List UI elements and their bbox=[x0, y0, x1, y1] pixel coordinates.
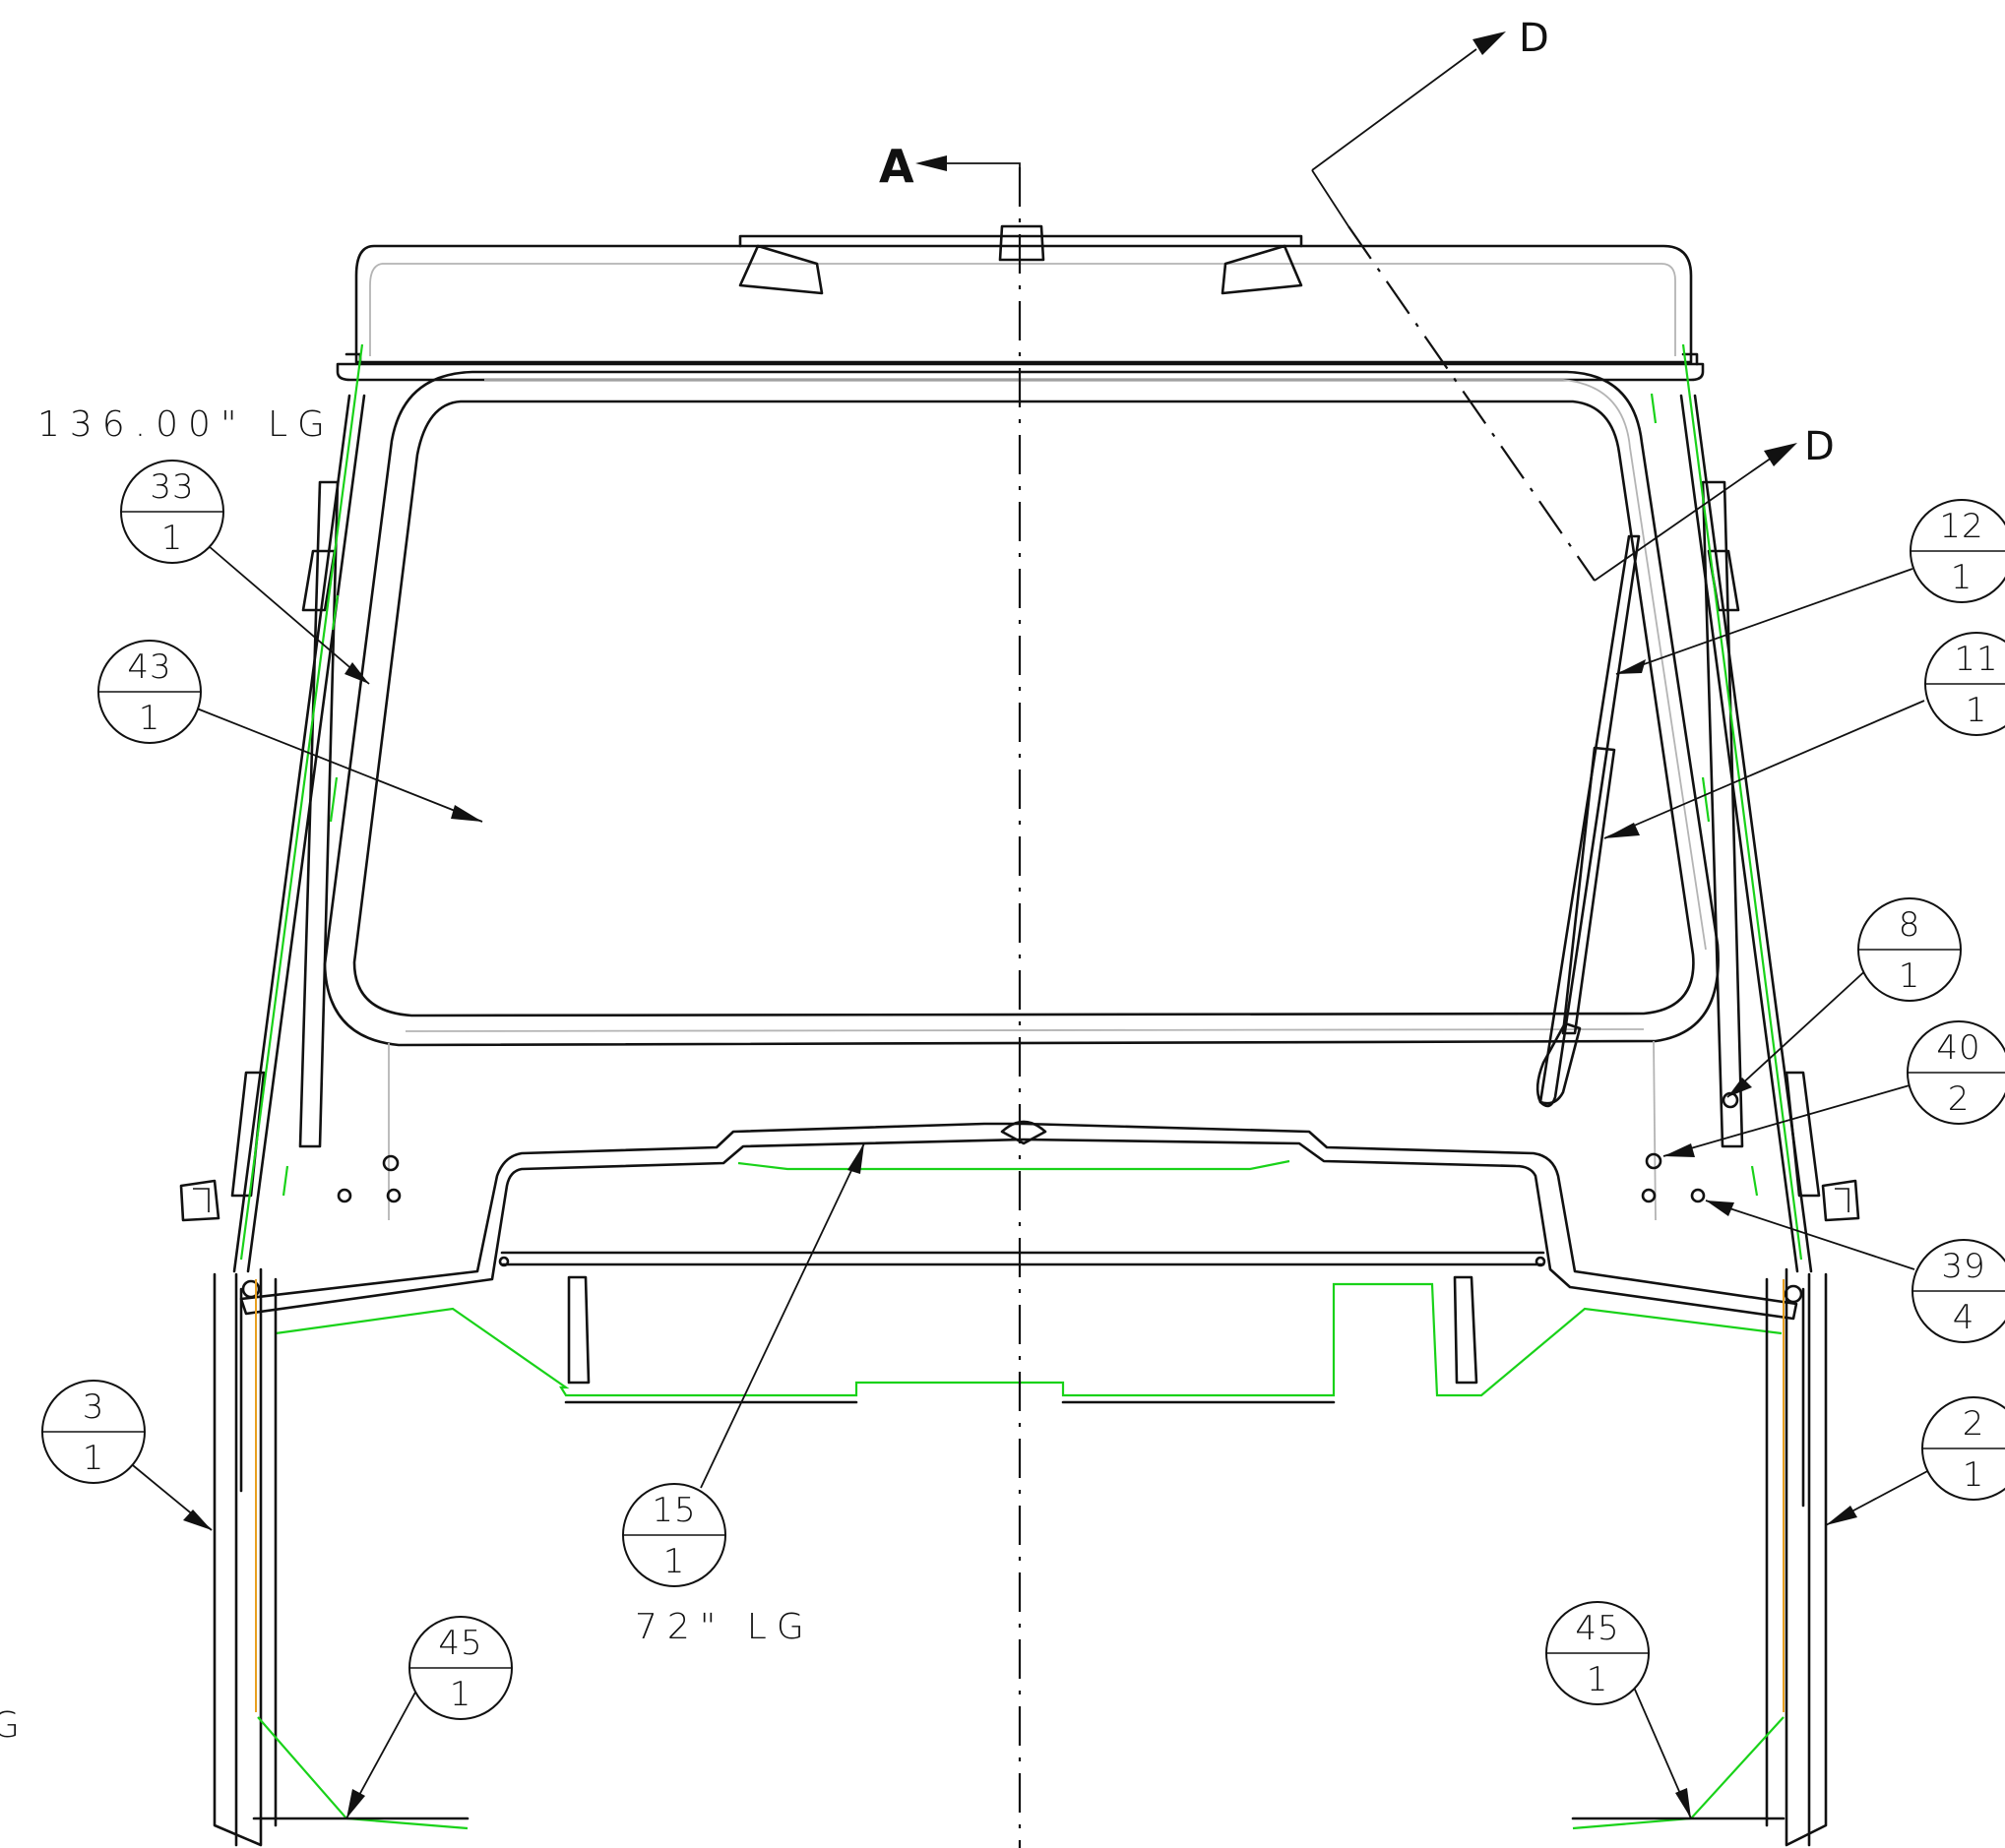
callout-2: 2 1 bbox=[1921, 1396, 2005, 1501]
svg-text:1: 1 bbox=[139, 699, 161, 738]
callout-33: 33 1 bbox=[120, 460, 224, 564]
svg-text:39: 39 bbox=[1941, 1247, 1985, 1286]
svg-text:43: 43 bbox=[127, 647, 171, 687]
section-d-cutline bbox=[1311, 31, 1797, 582]
svg-text:15: 15 bbox=[652, 1491, 696, 1530]
section-d-label-top: D bbox=[1519, 16, 1549, 61]
svg-text:3: 3 bbox=[83, 1387, 105, 1427]
svg-text:2: 2 bbox=[1948, 1079, 1971, 1119]
svg-text:1: 1 bbox=[450, 1675, 472, 1714]
svg-text:2: 2 bbox=[1963, 1404, 1985, 1444]
note-72-lg: 72" LG bbox=[635, 1607, 814, 1647]
note-136-lg: 136.00" LG bbox=[37, 404, 335, 445]
door-left bbox=[213, 1267, 470, 1847]
svg-text:45: 45 bbox=[1575, 1609, 1619, 1648]
leader-lines bbox=[127, 545, 1932, 1819]
firewall-outline bbox=[275, 1159, 1783, 1404]
a-pillar-right bbox=[1650, 343, 1860, 1273]
svg-text:1: 1 bbox=[1951, 558, 1974, 597]
svg-text:1: 1 bbox=[83, 1439, 105, 1478]
callout-11: 11 1 bbox=[1924, 632, 2005, 736]
callout-45-left: 45 1 bbox=[408, 1616, 513, 1720]
callout-3: 3 1 bbox=[41, 1380, 146, 1484]
cowl-panel bbox=[239, 1091, 1803, 1321]
callout-43: 43 1 bbox=[97, 640, 202, 744]
svg-text:1: 1 bbox=[1587, 1660, 1609, 1699]
callout-15: 15 1 bbox=[622, 1483, 726, 1587]
callout-45-right: 45 1 bbox=[1545, 1601, 1650, 1705]
svg-text:1: 1 bbox=[161, 519, 184, 558]
callout-39: 39 4 bbox=[1911, 1239, 2005, 1343]
svg-text:11: 11 bbox=[1954, 640, 1998, 679]
windshield-glass bbox=[323, 370, 1720, 1221]
section-a-label: A bbox=[879, 140, 914, 193]
callout-12: 12 1 bbox=[1910, 499, 2005, 603]
svg-text:1: 1 bbox=[1966, 691, 1988, 730]
note-cut-left: G bbox=[0, 1705, 30, 1746]
svg-text:40: 40 bbox=[1936, 1028, 1980, 1068]
svg-text:12: 12 bbox=[1939, 507, 1983, 546]
callout-40: 40 2 bbox=[1907, 1020, 2005, 1125]
door-right bbox=[1571, 1267, 1828, 1847]
callout-8: 8 1 bbox=[1857, 897, 1962, 1002]
section-d-label-mid: D bbox=[1804, 424, 1835, 469]
roof-assembly bbox=[336, 224, 1705, 382]
svg-text:33: 33 bbox=[150, 467, 194, 507]
svg-text:1: 1 bbox=[1963, 1455, 1985, 1495]
a-pillar-left bbox=[179, 343, 366, 1273]
svg-text:1: 1 bbox=[1899, 956, 1921, 996]
svg-text:4: 4 bbox=[1953, 1298, 1975, 1337]
svg-text:8: 8 bbox=[1899, 905, 1921, 945]
wiper-arm-assembly bbox=[1535, 534, 1641, 1108]
svg-text:45: 45 bbox=[438, 1624, 482, 1663]
svg-text:1: 1 bbox=[663, 1542, 686, 1581]
centerline bbox=[915, 155, 1022, 1848]
